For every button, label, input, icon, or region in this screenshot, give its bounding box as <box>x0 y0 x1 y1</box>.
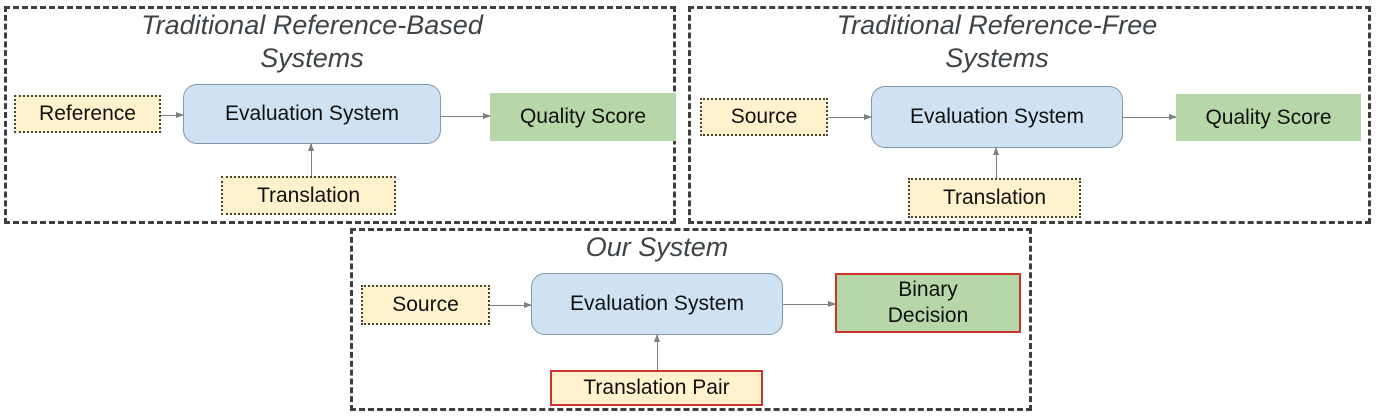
panel-our-system: Our System Source Evaluation System Bina… <box>350 228 1032 411</box>
panel-title: Traditional Reference-Free Systems <box>691 9 1303 75</box>
arrow-aux-to-system <box>992 147 999 178</box>
reference-box: Reference <box>14 95 161 133</box>
panel-title-line1: Traditional Reference-Free <box>836 10 1158 40</box>
arrow-input-to-system <box>490 302 532 308</box>
source-box: Source <box>700 98 828 136</box>
arrow-system-to-output <box>783 301 836 307</box>
panel-title-line2: Systems <box>945 43 1049 73</box>
evaluation-system-box: Evaluation System <box>871 86 1123 148</box>
panel-title-line1: Our System <box>585 232 729 262</box>
arrow-system-to-output <box>441 113 491 119</box>
quality-score-box: Quality Score <box>490 93 676 141</box>
binary-decision-box: Binary Decision <box>835 273 1021 333</box>
evaluation-system-box: Evaluation System <box>183 84 441 144</box>
panel-title-line1: Traditional Reference-Based <box>141 10 483 40</box>
translation-box: Translation <box>908 178 1081 218</box>
evaluation-system-box: Evaluation System <box>531 273 783 335</box>
quality-score-label: Quality Score <box>519 105 647 128</box>
binary-decision-label: Binary Decision <box>887 278 969 327</box>
reference-label: Reference <box>39 102 136 125</box>
quality-score-box: Quality Score <box>1176 94 1361 141</box>
panel-title-line2: Systems <box>260 43 364 73</box>
evaluation-system-label: Evaluation System <box>225 102 399 125</box>
source-box: Source <box>361 285 490 325</box>
translation-box: Translation <box>221 176 396 215</box>
panel-title: Our System <box>353 231 961 264</box>
arrow-input-to-system <box>161 112 184 118</box>
evaluation-system-label: Evaluation System <box>910 105 1084 128</box>
arrow-aux-to-system <box>653 334 660 370</box>
arrow-system-to-output <box>1123 114 1177 120</box>
panel-title: Traditional Reference-Based Systems <box>7 9 617 75</box>
source-label: Source <box>730 105 798 128</box>
arrow-input-to-system <box>828 114 872 120</box>
arrow-aux-to-system <box>307 143 314 176</box>
panel-reference-free: Traditional Reference-Free Systems Sourc… <box>688 6 1371 224</box>
translation-label: Translation <box>256 183 361 207</box>
quality-score-label: Quality Score <box>1205 105 1332 129</box>
panel-reference-based: Traditional Reference-Based Systems Refe… <box>4 6 676 224</box>
source-label: Source <box>392 293 459 316</box>
translation-pair-label: Translation Pair <box>583 376 730 399</box>
translation-label: Translation <box>942 186 1047 209</box>
translation-pair-box: Translation Pair <box>550 370 763 406</box>
evaluation-system-label: Evaluation System <box>570 292 744 315</box>
